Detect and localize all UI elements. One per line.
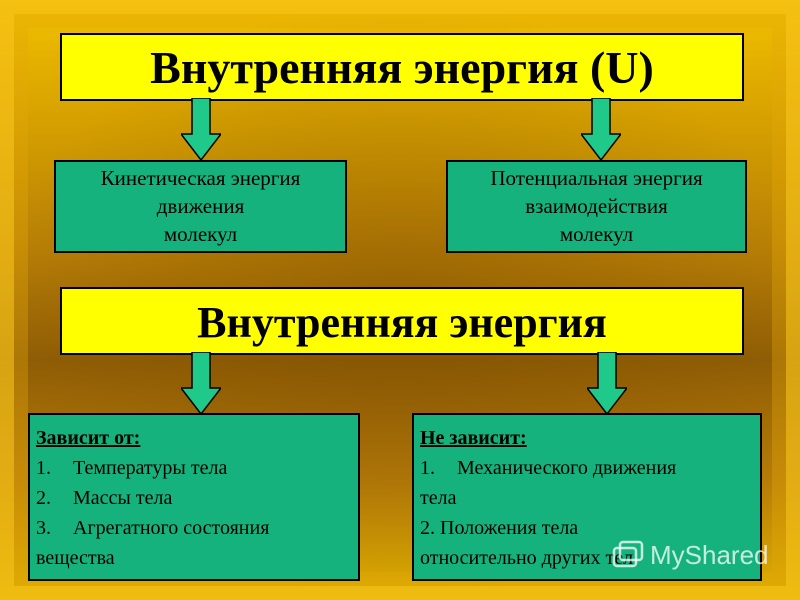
depends-header: Зависит от: [36, 427, 141, 449]
list-item: 3. Агрегатного состояния [36, 513, 358, 543]
arrow-down-icon [181, 352, 221, 414]
list-item-continuation: тела [420, 487, 457, 509]
kinetic-line: Кинетическая энергия [100, 166, 301, 190]
kinetic-line: молекул [163, 222, 238, 246]
watermark-logo-icon [612, 540, 644, 568]
watermark-text: MyShared [650, 540, 769, 570]
list-item-tail: вещества [36, 547, 115, 569]
list-item: 1. Механического движения [420, 453, 760, 483]
arrow-down-icon [587, 352, 627, 414]
potential-line: молекул [559, 222, 634, 246]
item-number: 1. [420, 457, 435, 479]
internal-energy-title-middle: Внутренняя энергия [60, 287, 744, 355]
kinetic-line: движения [156, 194, 245, 218]
item-number: 3. [36, 517, 51, 539]
list-item: 2. Массы тела [36, 483, 358, 513]
watermark: MyShared [612, 538, 782, 572]
item-text: Массы тела [73, 487, 173, 509]
list-item: 1. Температуры тела [36, 453, 358, 483]
not-depends-box: Не зависит: 1. Механического движения тел… [412, 413, 762, 581]
item-text: Температуры тела [73, 457, 228, 479]
item-text: Агрегатного состояния [73, 517, 270, 539]
internal-energy-title-top: Внутренняя энергия (U) [60, 33, 744, 101]
potential-energy-box: Потенциальная энергия взаимодействия мол… [446, 160, 747, 253]
kinetic-energy-box: Кинетическая энергия движения молекул [54, 160, 347, 253]
list-item: 2. Положения тела [420, 517, 579, 539]
depends-on-box: Зависит от: 1. Температуры тела 2. Массы т… [28, 413, 360, 581]
arrow-down-icon [581, 98, 621, 160]
potential-line: Потенциальная энергия [490, 166, 703, 190]
not-depends-header: Не зависит: [420, 427, 527, 449]
item-number: 2. [36, 487, 51, 509]
list-item-continuation: относительно других тел [420, 547, 634, 569]
item-number: 1. [36, 457, 51, 479]
potential-line: взаимодействия [525, 194, 668, 218]
item-text: Механического движения [457, 457, 677, 479]
arrow-down-icon [181, 98, 221, 160]
